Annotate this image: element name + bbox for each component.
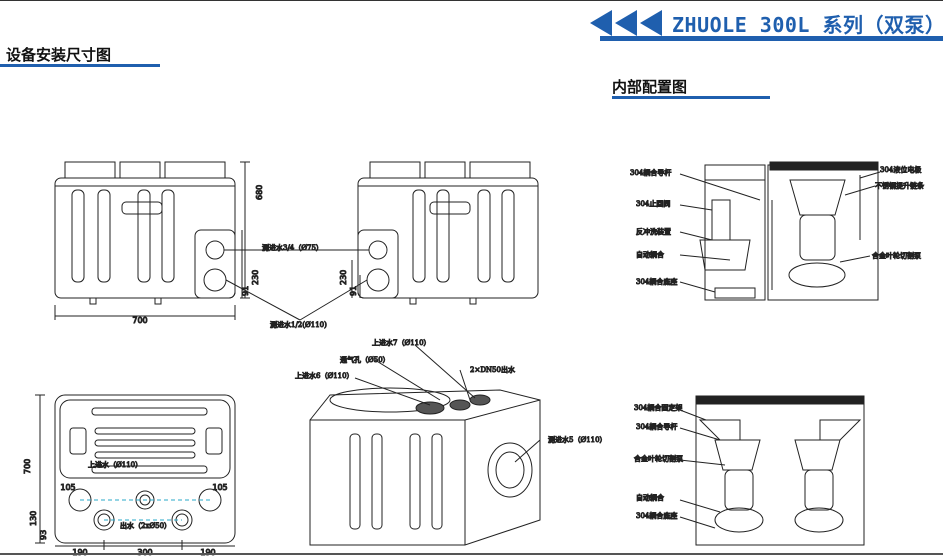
front-leaders — [224, 230, 369, 321]
iso-view — [309, 344, 541, 546]
dim-front2-h230: 230 — [339, 270, 348, 285]
label-lower-left-3: 自动耦合 — [636, 493, 664, 502]
dim-top-105b: 105 — [212, 483, 227, 492]
label-front-inlet-3-4: 测进水3/4（Ø75） — [262, 243, 323, 252]
dim-top-height: 700 — [23, 459, 32, 474]
internal-lower — [679, 395, 865, 546]
label-front-inlet-1-2: 测进水1/2(Ø110) — [270, 320, 327, 329]
label-top-outlet: 出水（2xØ50） — [120, 521, 171, 530]
label-lower-left-2: 合金叶轮切割泵 — [634, 454, 683, 463]
label-iso-top-inlet-6: 上进水6（Ø110） — [295, 371, 354, 380]
label-upper-right-0: 304液位电极 — [880, 165, 921, 174]
brand-header: ZHUOLE 300L 系列（双泵） — [590, 8, 943, 38]
dim-front-height: 680 — [255, 185, 264, 200]
section-title-install: 设备安装尺寸图 — [6, 46, 112, 64]
label-lower-left-1: 304耦合导杆 — [636, 422, 677, 431]
label-upper-left-3: 自动耦合 — [636, 250, 664, 259]
label-upper-right-2: 合金叶轮切割泵 — [872, 251, 921, 260]
label-iso-top-inlet-7: 上进水7（Ø110） — [372, 338, 431, 347]
top-view — [35, 394, 236, 550]
label-iso-outlet: 2×DN50出水 — [470, 365, 515, 374]
top-rule — [0, 0, 943, 1]
label-iso-side-inlet-5: 测进水5（Ø110） — [548, 435, 607, 444]
front-view-right — [357, 161, 539, 305]
dim-front-h91: 91 — [241, 286, 250, 296]
dim-front-width: 700 — [132, 316, 147, 325]
dim-front-h230: 230 — [251, 270, 260, 285]
label-upper-left-4: 304耦合底座 — [636, 277, 677, 286]
label-iso-vent: 通气孔（Ø50） — [340, 355, 390, 364]
dim-top-190a: 190 — [72, 548, 87, 557]
bottom-rule — [0, 553, 943, 555]
label-lower-left-0: 304耦合固定架 — [634, 403, 682, 412]
dim-top-93: 93 — [39, 530, 48, 540]
brand-underline — [600, 36, 943, 41]
label-top-inlet: 上进水（Ø110） — [88, 460, 142, 469]
label-upper-left-1: 304止回阀 — [636, 199, 670, 208]
dim-top-105a: 105 — [60, 483, 75, 492]
dim-top-130: 130 — [29, 511, 38, 526]
label-upper-left-2: 反冲洗装置 — [636, 227, 671, 236]
dim-front2-h91: 91 — [349, 286, 358, 296]
dim-top-300: 300 — [137, 548, 152, 557]
section-title-internal: 内部配置图 — [612, 78, 688, 96]
brand-chevrons-icon — [590, 10, 662, 36]
label-lower-left-4: 304耦合底座 — [636, 511, 677, 520]
section-underline-install — [0, 64, 160, 67]
dim-top-190b: 190 — [200, 548, 215, 557]
label-upper-left-0: 304耦合导杆 — [630, 168, 671, 177]
label-upper-right-1: 不锈钢提升链条 — [875, 181, 924, 190]
brand-title: ZHUOLE 300L 系列（双泵） — [672, 12, 943, 37]
internal-upper — [679, 161, 881, 301]
section-underline-internal — [612, 96, 770, 99]
front-view-left — [54, 161, 236, 320]
